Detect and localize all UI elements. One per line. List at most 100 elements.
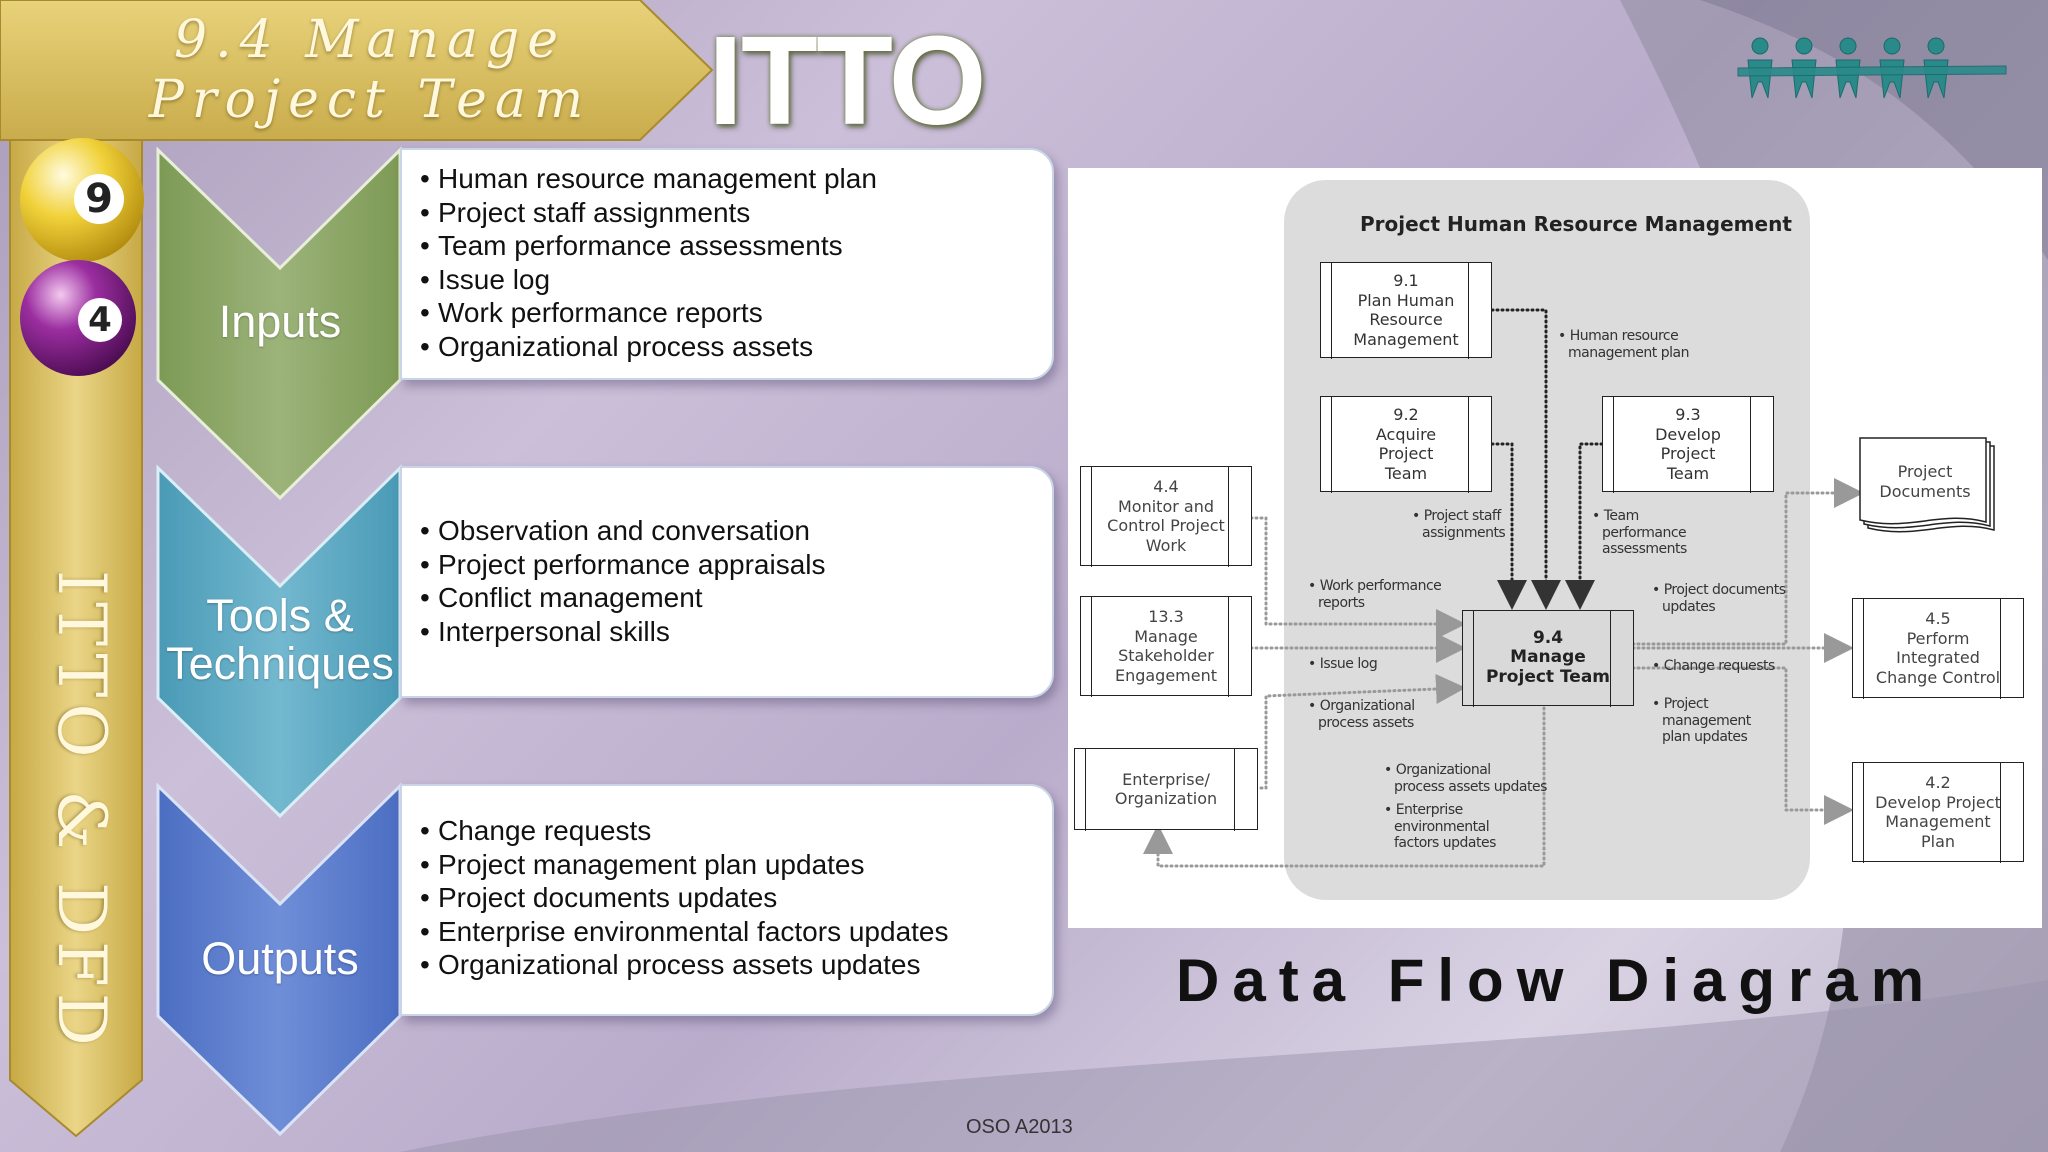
box-line: Plan Human — [1357, 290, 1455, 310]
tools-panel: Observation and conversation Project per… — [400, 466, 1054, 698]
flow-line: • Enterprise — [1384, 802, 1463, 818]
box-line: Project Team — [1485, 666, 1611, 687]
list-item: Project management plan updates — [420, 848, 1052, 882]
box-line: Perform — [1906, 628, 1970, 648]
dfd-connectors — [1143, 180, 1995, 900]
box-line: Manage — [1134, 626, 1198, 646]
side-label: ITTO & DFD — [43, 570, 120, 1052]
box-line: Monitor and — [1117, 496, 1214, 516]
box-line: 9.1 — [1393, 271, 1419, 290]
ball-9-number: 9 — [74, 174, 124, 224]
tools-label: Tools & Techniques — [165, 592, 395, 688]
box-line: Team — [1666, 463, 1710, 483]
box-line: 9.2 — [1393, 405, 1419, 424]
project-documents-shape — [1859, 437, 1995, 533]
ball-9: 9 — [74, 174, 126, 226]
list-item: Organizational process assets updates — [420, 948, 1052, 982]
list-item: Interpersonal skills — [420, 615, 1052, 649]
list-item: Work performance reports — [420, 296, 1052, 330]
flow-line: • Human resource — [1558, 328, 1679, 344]
flow-line: • Project staff — [1412, 508, 1501, 524]
box-line: Resource — [1369, 310, 1443, 329]
flow-line: management plan — [1568, 344, 1689, 361]
box-line: Project — [1897, 462, 1953, 481]
box-line: Manage — [1510, 647, 1586, 668]
group-title: Project Human Resource Management — [1360, 212, 1792, 236]
list-item: Project documents updates — [420, 881, 1052, 915]
flow-line: management — [1662, 712, 1751, 729]
flow-line: process assets updates — [1394, 778, 1547, 795]
box-line: Project — [1378, 444, 1434, 463]
box-line: Work — [1145, 535, 1187, 555]
flow-line: • Change requests — [1652, 658, 1775, 674]
flow-line: • Project — [1652, 696, 1709, 712]
list-item: Change requests — [420, 814, 1052, 848]
outputs-label: Outputs — [201, 933, 359, 984]
box-line: 13.3 — [1148, 607, 1184, 626]
dfd-caption: Data Flow Diagram — [1176, 947, 1938, 1014]
outputs-list: Change requests Project management plan … — [402, 786, 1052, 982]
list-item: Observation and conversation — [420, 514, 1052, 548]
box-line: Management — [1885, 812, 1991, 831]
footer-credit: OSO A2013 — [966, 1116, 1073, 1138]
box-line: 4.5 — [1925, 609, 1951, 628]
flow-line: • Organizational — [1308, 698, 1415, 714]
flow-line: • Project documents — [1652, 582, 1786, 598]
list-item: Project staff assignments — [420, 196, 1052, 230]
tools-label-line1: Tools & — [206, 590, 354, 641]
flow-line: reports — [1318, 594, 1365, 611]
box-line: Acquire — [1375, 424, 1437, 444]
flow-line: assessments — [1602, 541, 1687, 557]
box-line: Stakeholder — [1118, 646, 1214, 665]
list-item: Human resource management plan — [420, 162, 1052, 196]
flow-line: updates — [1662, 598, 1716, 615]
box-line: 9.3 — [1675, 405, 1701, 424]
box-line: 9.4 — [1532, 627, 1564, 648]
inputs-list: Human resource management plan Project s… — [402, 150, 1052, 363]
outputs-panel: Change requests Project management plan … — [400, 784, 1054, 1016]
flow-line: factors updates — [1394, 835, 1496, 851]
flow-line: • Organizational — [1384, 762, 1491, 778]
box-line: Organization — [1114, 789, 1218, 808]
inputs-label: Inputs — [218, 296, 342, 347]
box-line: Develop Project — [1875, 792, 2001, 812]
box-line: Plan — [1920, 831, 1956, 851]
box-line: Integrated — [1896, 648, 1980, 667]
ball-4: 4 — [78, 298, 126, 346]
box-line: 4.2 — [1925, 773, 1951, 792]
box-line: Management — [1353, 329, 1459, 349]
box-line: Enterprise/ — [1122, 769, 1210, 789]
list-item: Team performance assessments — [420, 229, 1052, 263]
itto-heading: ITTO — [708, 10, 987, 151]
box-line: Develop — [1655, 424, 1721, 444]
flow-line: • Issue log — [1308, 656, 1378, 672]
flow-label-issue-log: • Issue log — [1308, 656, 1378, 673]
list-item: Conflict management — [420, 581, 1052, 615]
slide-title: 9.4 Manage Project Team — [90, 10, 650, 130]
list-item: Enterprise environmental factors updates — [420, 915, 1052, 949]
flow-line: performance — [1602, 524, 1687, 541]
flow-line: process assets — [1318, 714, 1414, 731]
list-item: Project performance appraisals — [420, 548, 1052, 582]
flow-line: assignments — [1422, 524, 1506, 541]
box-line: Team — [1384, 463, 1428, 483]
flow-line: environmental — [1394, 818, 1490, 835]
slide-title-line2: Project Team — [148, 70, 592, 130]
